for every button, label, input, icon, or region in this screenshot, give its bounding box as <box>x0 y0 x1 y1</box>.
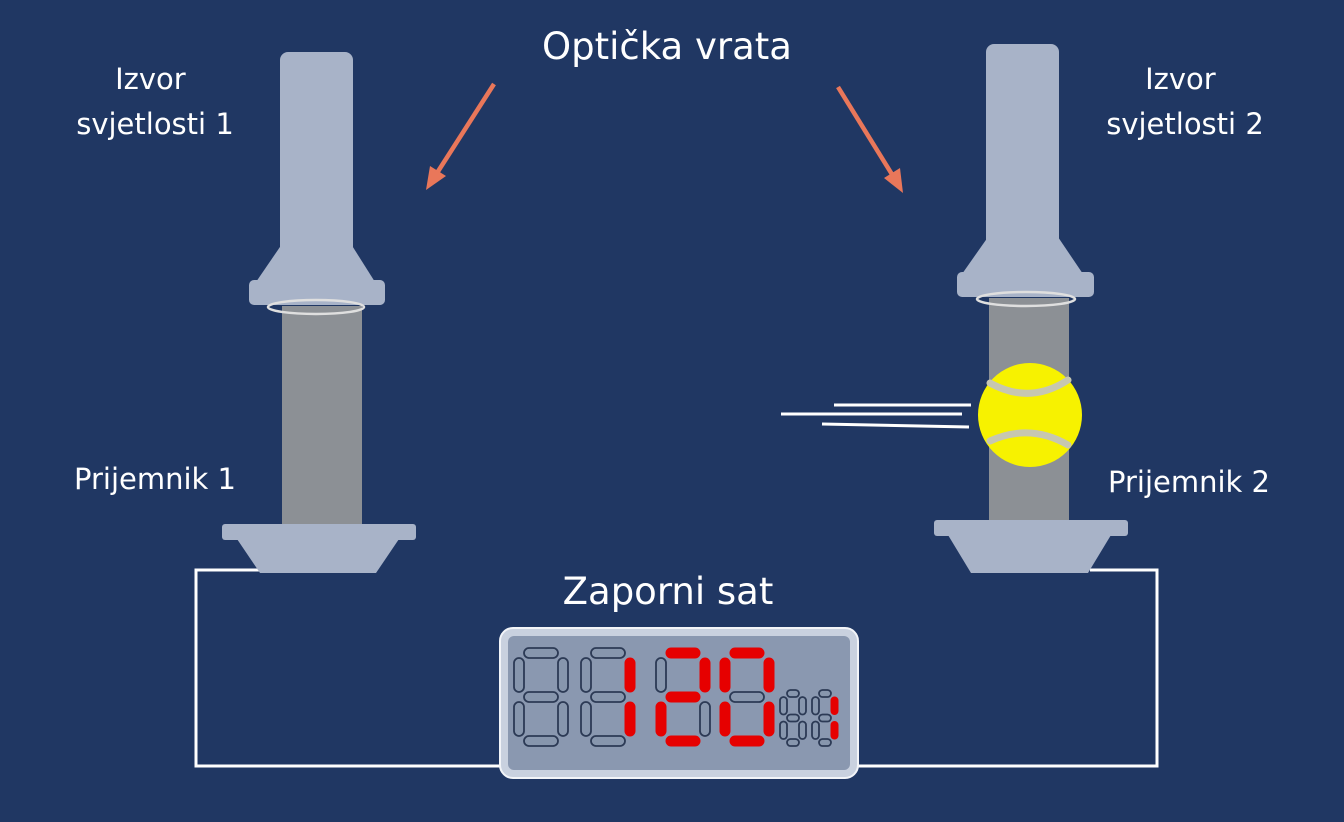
segment-b <box>763 657 775 693</box>
receiver-1-plate <box>222 524 416 540</box>
segment-e <box>580 701 592 737</box>
segment-g <box>786 713 800 723</box>
light-source-2-base <box>957 272 1094 297</box>
segment-a <box>665 647 701 659</box>
segment-d <box>665 735 701 747</box>
receiver-1-label: Prijemnik 1 <box>74 462 236 496</box>
segment-c <box>830 721 839 740</box>
segment-c <box>763 701 775 737</box>
light-source-1-base <box>249 280 385 305</box>
receiver-2-plate <box>934 520 1128 536</box>
segment-g <box>523 691 559 703</box>
wire-left <box>194 568 500 768</box>
light-source-1-tube <box>280 52 353 260</box>
light-source-2-label-line-2: svjetlosti 2 <box>1106 107 1264 141</box>
segment-b <box>624 657 636 693</box>
light-source-1-ring <box>266 298 366 316</box>
segment-d <box>729 735 765 747</box>
segment-g <box>818 713 832 723</box>
segment-d <box>590 735 626 747</box>
segment-c <box>699 701 711 737</box>
stopwatch <box>499 627 859 779</box>
segment-d <box>818 738 832 747</box>
light-source-1-cone <box>256 244 375 282</box>
wire-right <box>858 568 1159 768</box>
stopwatch-digits <box>513 647 839 747</box>
segment-f <box>779 696 788 716</box>
segment-f <box>580 657 592 693</box>
receiver-2-base <box>948 535 1111 573</box>
optical-gate-1 <box>222 52 416 573</box>
segment-a <box>818 689 832 698</box>
light-source-2-cone <box>962 237 1083 274</box>
segment-g <box>665 691 701 703</box>
segment-b <box>798 696 807 716</box>
light-source-2-ring <box>975 290 1077 308</box>
light-beam-1 <box>282 306 362 528</box>
segment-f <box>811 696 820 716</box>
segment-e <box>655 701 667 737</box>
segment-e <box>719 701 731 737</box>
light-source-1-label: Izvor svjetlosti 1 <box>76 62 234 141</box>
stopwatch-label: Zaporni sat <box>563 570 774 613</box>
digit-small-2 <box>811 689 839 747</box>
segment-b <box>699 657 711 693</box>
light-source-2-label-line-1: Izvor <box>1145 62 1216 96</box>
segment-b <box>557 657 569 693</box>
segment-f <box>655 657 667 693</box>
receiver-1-base <box>237 539 399 573</box>
segment-g <box>729 691 765 703</box>
digit-large-2 <box>580 647 636 747</box>
segment-f <box>719 657 731 693</box>
digit-large-3 <box>655 647 711 747</box>
optical-gate-title: Optička vrata <box>542 25 792 68</box>
arrow-left <box>426 82 496 190</box>
light-source-1-label-line-1: Izvor <box>115 62 186 96</box>
segment-b <box>830 696 839 715</box>
segment-e <box>513 701 525 737</box>
light-source-2-tube <box>986 44 1059 254</box>
segment-e <box>811 720 820 740</box>
digit-large-1 <box>513 647 569 747</box>
light-source-1-label-line-2: svjetlosti 1 <box>76 107 234 141</box>
segment-d <box>523 735 559 747</box>
segment-c <box>557 701 569 737</box>
segment-a <box>786 689 800 698</box>
optical-gate-2 <box>934 44 1128 573</box>
digit-small-1 <box>779 689 807 747</box>
segment-a <box>523 647 559 659</box>
segment-g <box>590 691 626 703</box>
tennis-ball <box>978 363 1082 467</box>
segment-e <box>779 720 788 740</box>
receiver-2-label: Prijemnik 2 <box>1108 465 1270 499</box>
segment-c <box>624 701 636 737</box>
segment-d <box>786 738 800 747</box>
arrow-right <box>836 85 903 193</box>
segment-f <box>513 657 525 693</box>
motion-lines <box>781 403 971 429</box>
digit-large-4 <box>719 647 775 747</box>
segment-a <box>729 647 765 659</box>
light-source-2-label: Izvor svjetlosti 2 <box>1106 62 1264 141</box>
segment-c <box>798 720 807 740</box>
segment-a <box>590 647 626 659</box>
